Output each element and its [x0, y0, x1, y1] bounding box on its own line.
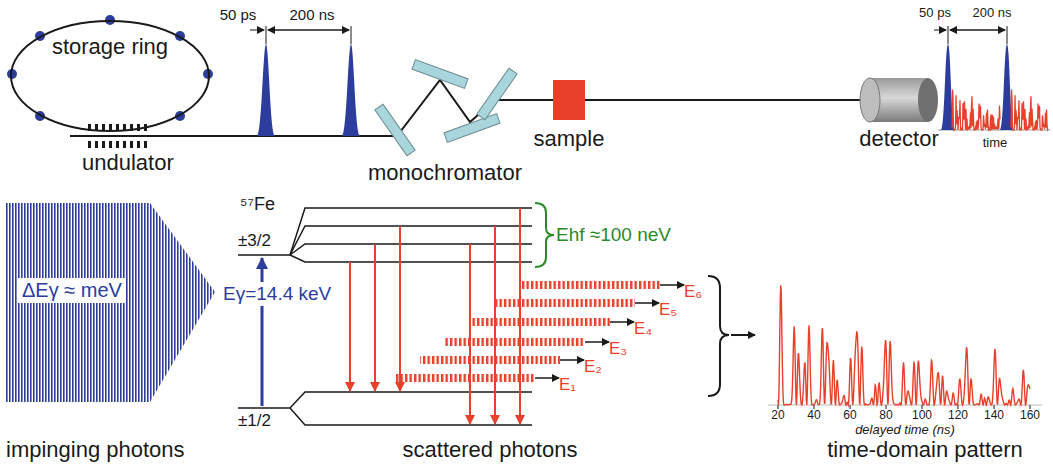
detector: detector	[860, 78, 938, 122]
photon-bar-arrow	[660, 284, 684, 286]
pulse-width: 50 ps	[220, 6, 257, 23]
hyperfine-label: Ehf ≈100 neV	[556, 224, 671, 246]
photon-bar-arrow	[610, 321, 634, 323]
tick-label: 160	[1020, 409, 1040, 423]
photon-bar-arrow	[635, 302, 659, 304]
pulse-width: 50 ps	[919, 6, 951, 21]
energy-line-label: E₂	[584, 357, 602, 377]
panel-caption: time-domain pattern	[827, 437, 1023, 462]
energy-line-label: E₁	[559, 375, 576, 395]
time-curve	[778, 285, 1030, 405]
photon-bar	[470, 318, 610, 326]
axis-title: delayed time (ns)	[855, 423, 955, 438]
energy-line-label: E₆	[684, 282, 702, 302]
photon-bar	[445, 338, 585, 346]
node-label: detector	[859, 126, 939, 151]
bandwidth-label: ΔEγ ≈ meV	[18, 278, 126, 303]
storage-ring: storage ring	[10, 20, 210, 132]
hyperfine-brace	[535, 203, 554, 267]
pulse-spacing: 200 ns	[289, 6, 334, 23]
beam-connector	[585, 99, 860, 101]
spin-label: ±1/2	[238, 411, 271, 431]
pulse-dimensions	[250, 26, 351, 44]
tick-label: 60	[843, 409, 856, 423]
tick-label: 80	[879, 409, 892, 423]
pulse-spacing: 200 ns	[972, 6, 1011, 21]
isotope-label: ⁵⁷Fe	[240, 194, 275, 215]
sample-box: sample	[553, 80, 585, 120]
axis-label: time	[983, 136, 1008, 151]
spin-label: ±3/2	[238, 231, 271, 251]
energy-line-label: E₄	[634, 319, 652, 339]
tick-label: 40	[807, 409, 820, 423]
photon-bar	[420, 356, 560, 364]
excitation-arrow	[261, 258, 264, 406]
tick-label: 140	[984, 409, 1004, 423]
trace-dimensions	[934, 26, 1007, 44]
scattered-bars	[395, 281, 684, 382]
pulses	[257, 44, 360, 136]
energy-line-label: E₅	[659, 300, 677, 320]
part-name: undulator	[82, 150, 174, 175]
node-label: sample	[534, 126, 605, 151]
energy-label: Eγ=14.4 keV	[219, 282, 335, 306]
part-name: monochromator	[368, 160, 522, 185]
panel-caption: scattered photons	[403, 437, 578, 462]
photon-bar-arrow	[535, 377, 559, 379]
bunch-dots	[7, 15, 213, 121]
monochromator-crystals	[375, 60, 517, 156]
energy-line-label: E₃	[609, 339, 627, 359]
sum-arrow	[731, 334, 755, 336]
node-label: storage ring	[52, 34, 168, 59]
photon-bar	[520, 281, 660, 289]
detector-outline	[860, 78, 938, 122]
tick-label: 120	[948, 409, 968, 423]
photon-spectrum	[5, 203, 215, 402]
photon-bar-arrow	[560, 359, 584, 361]
tick-label: 100	[912, 409, 932, 423]
sum-brace	[708, 276, 729, 396]
photon-bar-arrow	[585, 341, 609, 343]
photon-bar	[395, 374, 535, 382]
trace-curves	[952, 90, 1048, 130]
tick-label: 20	[771, 409, 784, 423]
photon-bar	[495, 299, 635, 307]
transition-arrows	[350, 208, 520, 424]
plot-axis	[768, 405, 1042, 406]
panel-caption: impinging photons	[6, 437, 185, 462]
energy-levels	[238, 208, 532, 425]
trace-pulses	[941, 44, 1014, 130]
